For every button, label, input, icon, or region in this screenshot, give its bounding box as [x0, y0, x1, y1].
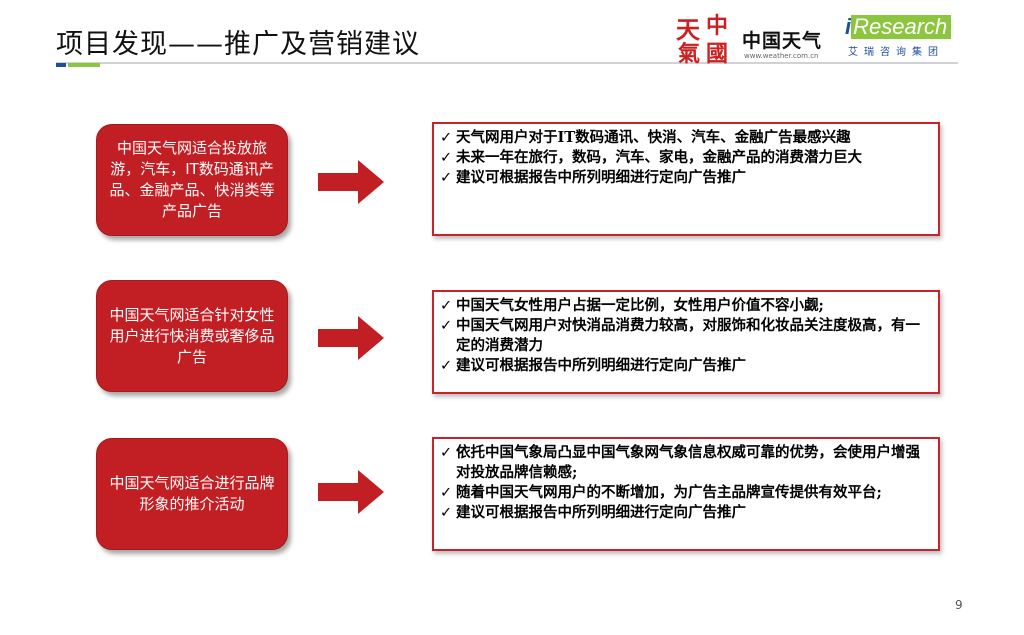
row-2-detail-box: ✓中国天气女性用户占据一定比例，女性用户价值不容小觑; ✓中国天气网用户对快消品…: [432, 290, 940, 394]
arrow-right-icon: [318, 316, 384, 360]
list-item: ✓建议可根据报告中所列明细进行定向广告推广: [440, 504, 746, 521]
iresearch-i: i: [845, 14, 852, 39]
check-icon: ✓: [440, 358, 453, 374]
row-1-detail-box: ✓天气网用户对于IT数码通讯、快消、汽车、金融广告最感兴趣 ✓未来一年在旅行，数…: [432, 122, 940, 236]
row-3-detail-box: ✓依托中国气象局凸显中国气象网气象信息权威可靠的优势，会使用户增强对投放品牌信赖…: [432, 437, 940, 551]
iresearch-wordmark: iResearch: [845, 14, 961, 39]
list-item: ✓天气网用户对于IT数码通讯、快消、汽车、金融广告最感兴趣: [440, 129, 851, 146]
row-3-summary-text: 中国天气网适合进行品牌形象的推介活动: [109, 474, 275, 513]
accent-bar-green: [68, 63, 100, 67]
list-item: ✓建议可根据报告中所列明细进行定向广告推广: [440, 169, 746, 186]
seal-glyph: 天: [676, 15, 700, 44]
check-icon: ✓: [440, 445, 453, 461]
row-1-summary-box: 中国天气网适合投放旅游，汽车，IT数码通讯产品、金融产品、快消类等产品广告: [96, 124, 288, 236]
weather-seal-icon: 天 中 氣 國: [674, 8, 736, 67]
check-icon: ✓: [440, 318, 453, 334]
list-item: ✓未来一年在旅行，数码，汽车、家电，金融产品的消费潜力巨大: [440, 149, 862, 166]
row-3-summary-box: 中国天气网适合进行品牌形象的推介活动: [96, 438, 288, 550]
list-item: ✓依托中国气象局凸显中国气象网气象信息权威可靠的优势，会使用户增强对投放品牌信赖…: [440, 444, 920, 481]
list-item: ✓中国天气女性用户占据一定比例，女性用户价值不容小觑;: [440, 297, 824, 314]
iresearch-subtitle: 艾瑞咨询集团: [848, 47, 944, 58]
weather-logo: 天 中 氣 國 中国天气 www.weather.com.cn: [674, 8, 834, 67]
row-2-summary-box: 中国天气网适合针对女性用户进行快消费或奢侈品广告: [96, 280, 288, 392]
weather-logo-url: www.weather.com.cn: [744, 52, 819, 60]
list-item: ✓中国天气网用户对快消品消费力较高，对服饰和化妆品关注度极高，有一定的消费潜力: [440, 317, 920, 354]
seal-glyph: 國: [706, 41, 729, 67]
check-icon: ✓: [440, 170, 453, 186]
accent-bar-blue: [56, 63, 66, 67]
check-icon: ✓: [440, 485, 453, 501]
row-1-summary-text: 中国天气网适合投放旅游，汽车，IT数码通讯产品、金融产品、快消类等产品广告: [109, 139, 275, 220]
page-title: 项目发现——推广及营销建议: [56, 29, 420, 60]
row-2-summary-text: 中国天气网适合针对女性用户进行快消费或奢侈品广告: [109, 305, 275, 366]
arrow-right-icon: [318, 160, 384, 204]
weather-logo-name: 中国天气: [742, 30, 823, 52]
list-item: ✓随着中国天气网用户的不断增加，为广告主品牌宣传提供有效平台;: [440, 484, 882, 501]
title-divider: [56, 62, 958, 64]
check-icon: ✓: [440, 298, 453, 314]
seal-glyph: 中: [706, 13, 729, 39]
arrow-right-icon: [318, 470, 384, 514]
page-number: 9: [955, 598, 963, 612]
iresearch-word: Research: [851, 15, 952, 39]
seal-glyph: 氣: [678, 41, 701, 67]
check-icon: ✓: [440, 130, 453, 146]
check-icon: ✓: [440, 505, 453, 521]
list-item: ✓建议可根据报告中所列明细进行定向广告推广: [440, 357, 746, 374]
iresearch-logo: iResearch 艾瑞咨询集团: [845, 10, 965, 60]
check-icon: ✓: [440, 150, 453, 166]
